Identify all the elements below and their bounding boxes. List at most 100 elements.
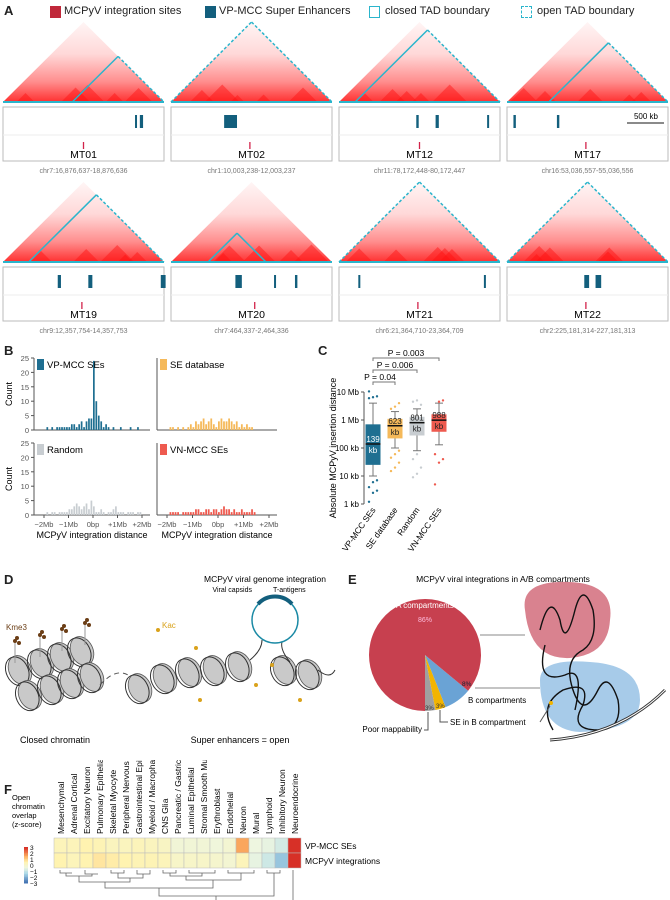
heatmap-cell bbox=[79, 837, 94, 854]
track-box bbox=[338, 106, 501, 162]
hic-domain bbox=[288, 87, 318, 102]
panel-label-d: D bbox=[4, 572, 14, 587]
histogram-bar bbox=[169, 512, 172, 515]
integration-swatch bbox=[50, 6, 61, 18]
row-label: MCPyV integrations bbox=[305, 856, 380, 866]
genomic-coordinates: chr7:16,876,637-18,876,636 bbox=[40, 168, 128, 175]
genomic-coordinates: chr11:78,172,448-80,172,447 bbox=[374, 168, 465, 175]
b-compartment-blob bbox=[540, 661, 640, 732]
super-enhancer-mark bbox=[595, 275, 602, 288]
legend-closed-tad: closed TAD boundary bbox=[385, 5, 490, 17]
outlier-point bbox=[393, 466, 397, 469]
histogram-bar bbox=[189, 424, 192, 430]
tad-boundary-left bbox=[354, 29, 429, 103]
outlier-point bbox=[397, 449, 401, 452]
y-tick-label: 0 bbox=[25, 426, 29, 435]
colorbar-tick: −1 bbox=[30, 869, 38, 876]
tumor-label: MT21 bbox=[406, 309, 433, 321]
histogram-bar bbox=[119, 512, 122, 515]
histogram-bar bbox=[95, 401, 98, 430]
hic-domain bbox=[127, 252, 148, 262]
slice-value-a: 86% bbox=[418, 617, 432, 624]
histogram-bar bbox=[172, 427, 174, 430]
hic-triangle bbox=[171, 182, 332, 262]
heatmap-cell bbox=[287, 852, 302, 869]
tad-boundary-right bbox=[586, 181, 669, 263]
histogram-bar bbox=[225, 421, 228, 430]
histogram-bar bbox=[95, 512, 98, 515]
tumor-label: MT22 bbox=[574, 309, 601, 321]
hic-domain bbox=[621, 94, 637, 102]
x-tick-label: +1Mb bbox=[234, 520, 253, 529]
panel-a-tad-maps: MT01chr7:16,876,637-18,876,636MT02chr1:1… bbox=[2, 21, 669, 335]
histogram-bar bbox=[202, 512, 205, 515]
colorbar-segment bbox=[24, 862, 28, 864]
hic-domain bbox=[230, 95, 245, 102]
histogram-bar bbox=[51, 427, 54, 430]
hic-domain bbox=[523, 246, 556, 262]
colorbar-segment bbox=[24, 878, 28, 881]
histogram-bar bbox=[230, 512, 233, 515]
box bbox=[409, 416, 425, 436]
open-nucleosome bbox=[269, 655, 298, 687]
median-value: 801 bbox=[410, 414, 424, 423]
colorbar-segment bbox=[24, 865, 28, 867]
track-box bbox=[2, 266, 165, 322]
histogram-bar bbox=[246, 424, 248, 430]
heatmap-cell bbox=[274, 837, 289, 854]
column-label: Stromal Smooth Muscle bbox=[199, 760, 209, 834]
histogram-bar bbox=[240, 509, 243, 515]
acetyl-mark bbox=[298, 698, 302, 702]
colorbar-segment bbox=[24, 877, 28, 879]
histogram-bar bbox=[240, 424, 243, 430]
histogram-bar bbox=[189, 512, 192, 515]
colorbar-segment bbox=[24, 871, 28, 873]
colorbar-segment bbox=[24, 847, 28, 849]
nucleosome-body bbox=[127, 673, 153, 703]
hic-domain bbox=[279, 250, 304, 262]
heatmap-cell bbox=[196, 852, 211, 869]
column-label: Gastrointestinal Epithelial bbox=[134, 760, 144, 834]
genomic-coordinates: chr6:21,364,710-23,364,709 bbox=[376, 328, 464, 335]
y-tick-label: 5 bbox=[25, 497, 29, 506]
column-label: Endothelial bbox=[225, 792, 235, 834]
histogram-bar bbox=[68, 509, 71, 515]
super-enhancer-mark bbox=[224, 115, 238, 128]
methyl-mark bbox=[83, 621, 87, 625]
heatmap-cell bbox=[79, 852, 94, 869]
colorbar-tick: 0 bbox=[30, 863, 34, 870]
genomic-coordinates: chr9:12,357,754-14,357,753 bbox=[40, 328, 128, 335]
histogram-bar bbox=[51, 512, 54, 515]
hic-domain bbox=[100, 245, 135, 262]
heatmap-cell bbox=[105, 852, 120, 869]
histogram-bar bbox=[248, 512, 251, 515]
histogram-bar bbox=[80, 421, 83, 430]
histogram-bar bbox=[75, 427, 78, 430]
histogram-bar bbox=[215, 509, 218, 515]
tad-boundary-right bbox=[95, 194, 165, 263]
heatmap-cell bbox=[157, 837, 172, 854]
histogram-bar bbox=[129, 427, 132, 430]
tumor-label: MT20 bbox=[238, 309, 265, 321]
histogram-bar bbox=[88, 509, 90, 515]
open-nucleosome bbox=[294, 659, 323, 691]
histogram-bar bbox=[207, 421, 210, 430]
outlier-point bbox=[367, 390, 371, 393]
heatmap-cell bbox=[53, 852, 68, 869]
x-tick-label: +2Mb bbox=[133, 520, 152, 529]
column-label: Neuroendocrine bbox=[290, 773, 300, 834]
x-tick-label: −1Mb bbox=[59, 520, 78, 529]
hic-domain bbox=[430, 248, 459, 262]
histogram-bar bbox=[169, 427, 172, 430]
colorbar-segment bbox=[24, 848, 28, 851]
column-label: Pulmonary Epithelial bbox=[95, 760, 105, 834]
column-label: CNS Glia bbox=[160, 798, 170, 834]
tad-boundary-left bbox=[506, 181, 589, 263]
pie-slice-b-compartments bbox=[425, 655, 469, 708]
acetyl-mark bbox=[156, 628, 160, 632]
histogram-bar bbox=[233, 509, 236, 515]
outlier-point bbox=[411, 476, 415, 479]
